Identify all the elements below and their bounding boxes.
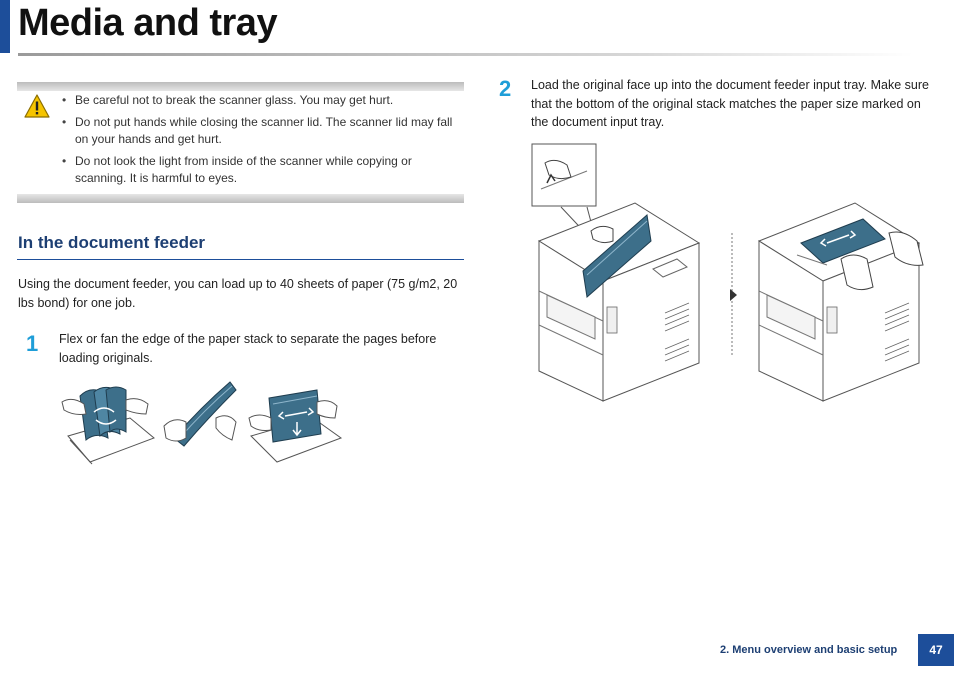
section-rule (17, 259, 464, 260)
step-transition-arrow (730, 233, 737, 357)
page-title: Media and tray (18, 2, 278, 44)
page-number-badge: 47 (918, 634, 954, 666)
caution-item: Be careful not to break the scanner glas… (62, 92, 462, 109)
caution-box: Be careful not to break the scanner glas… (17, 82, 464, 203)
printer-loaded-illustration (757, 202, 924, 402)
caution-top-bar (17, 82, 464, 91)
caution-bottom-bar (17, 194, 464, 203)
caution-item: Do not look the light from inside of the… (62, 153, 462, 187)
step-number-2: 2 (499, 76, 512, 101)
caution-item: Do not put hands while closing the scann… (62, 114, 462, 148)
intro-paragraph: Using the document feeder, you can load … (18, 277, 458, 310)
footer-chapter: 2. Menu overview and basic setup (720, 644, 898, 656)
header-accent-bar (0, 0, 10, 53)
step-text-2: Load the original face up into the docum… (531, 78, 929, 129)
title-rule (18, 53, 913, 56)
printer-loading-illustration (537, 202, 701, 402)
step-number-1: 1 (26, 331, 39, 356)
step-text-1: Flex or fan the edge of the paper stack … (59, 332, 437, 365)
fan-paper-illustration-3 (248, 389, 343, 463)
fan-paper-illustration-1 (61, 386, 155, 465)
section-heading: In the document feeder (18, 233, 206, 252)
caution-list: Be careful not to break the scanner glas… (62, 92, 462, 192)
fan-paper-illustration-2 (163, 381, 237, 447)
warning-icon (24, 94, 50, 118)
